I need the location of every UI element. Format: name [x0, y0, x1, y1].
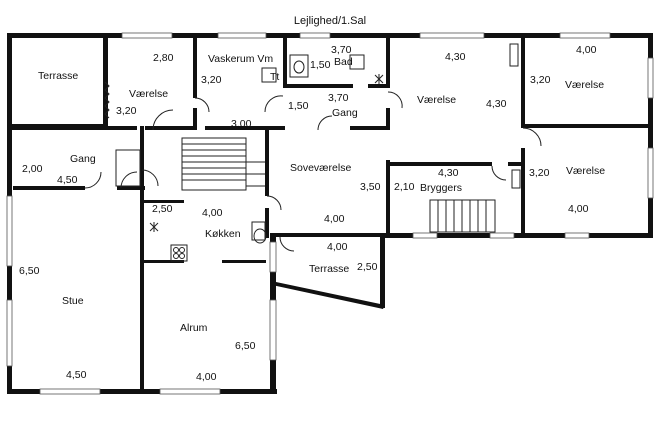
- dim-label: 3,70: [328, 92, 349, 104]
- dim-label: 2,00: [22, 163, 43, 175]
- room-gang-top: Gang: [332, 107, 358, 119]
- dim-label: 4,00: [576, 44, 597, 56]
- fixtures: [104, 43, 521, 262]
- dim-label: 1,50: [310, 59, 331, 71]
- room-alrum: Alrum: [180, 322, 208, 334]
- dim-label: 3,20: [116, 105, 137, 117]
- room-stue: Stue: [62, 295, 84, 307]
- room-bad: Bad: [334, 56, 353, 68]
- dim-label: 4,30: [438, 167, 459, 179]
- dim-label: 2,50: [152, 203, 173, 215]
- room-gang-left: Gang: [70, 153, 96, 165]
- room-terrasse-bottom: Terrasse: [309, 263, 349, 275]
- dim-label: 1,50: [288, 100, 309, 112]
- dim-label: 3,20: [529, 167, 550, 179]
- dim-label: 3,20: [530, 74, 551, 86]
- room-vaerelse-1: Værelse: [129, 88, 168, 100]
- dim-label: 6,50: [19, 265, 40, 277]
- dim-label: 4,50: [66, 369, 87, 381]
- dim-label: 3,70: [331, 44, 352, 56]
- dim-label: 4,50: [57, 174, 78, 186]
- dimension-labels: 2,80 3,20 3,20 3,70 1,50 1,50 3,70 3,00 …: [19, 44, 597, 383]
- dim-label: 4,30: [486, 98, 507, 110]
- room-bryggers: Bryggers: [420, 182, 462, 194]
- dim-label: 3,00: [231, 118, 252, 130]
- dim-label: 6,50: [235, 340, 256, 352]
- room-labels: Terrasse Værelse Vaskerum Vm Tt Bad Gang…: [38, 53, 605, 334]
- dim-label: 4,30: [445, 51, 466, 63]
- room-terrasse-top: Terrasse: [38, 70, 78, 82]
- doors: [84, 91, 542, 252]
- dim-label: 2,50: [357, 261, 378, 273]
- plan-title: Lejlighed/1.Sal: [294, 15, 366, 27]
- dim-label: 4,00: [202, 207, 223, 219]
- dim-label: 3,50: [360, 181, 381, 193]
- dim-label: 3,20: [201, 74, 222, 86]
- room-vaerelse-3: Værelse: [565, 79, 604, 91]
- stairs-upper: [181, 137, 265, 191]
- windows: [6, 32, 654, 395]
- room-sovevaerelse: Soveværelse: [290, 162, 351, 174]
- room-tt: Tt: [270, 71, 279, 83]
- dim-label: 2,10: [394, 181, 415, 193]
- dim-label: 4,00: [324, 213, 345, 225]
- room-koekken: Køkken: [205, 228, 241, 240]
- room-vaskerum: Vaskerum Vm: [208, 53, 273, 65]
- stairs-bryggers: [429, 199, 496, 233]
- dim-label: 4,00: [568, 203, 589, 215]
- room-vaerelse-2: Værelse: [417, 94, 456, 106]
- room-vaerelse-4: Værelse: [566, 165, 605, 177]
- dim-label: 4,00: [327, 241, 348, 253]
- dim-label: 2,80: [153, 52, 174, 64]
- dim-label: 4,00: [196, 371, 217, 383]
